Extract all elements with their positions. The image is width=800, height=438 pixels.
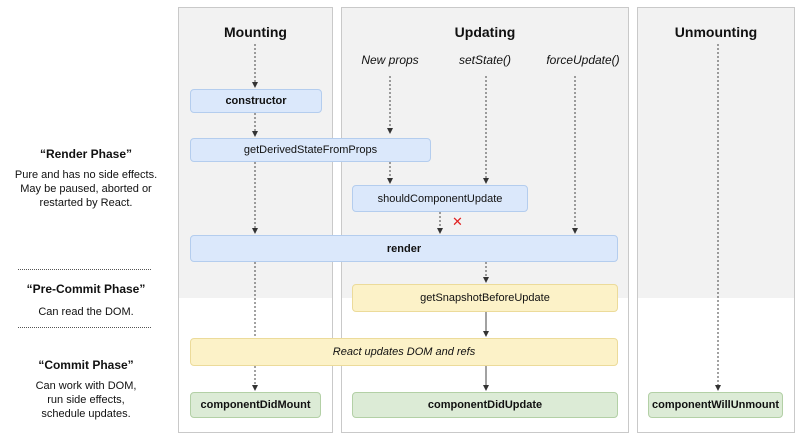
reject-x-icon: ✕ xyxy=(452,214,463,229)
commit-phase-desc: Can work with DOM, run side effects, sch… xyxy=(35,380,137,420)
render-precommit-separator xyxy=(18,269,151,270)
render-box: render xyxy=(190,235,618,262)
render-phase-desc: Pure and has no side effects. May be pau… xyxy=(14,169,158,209)
get-derived-state-box: getDerivedStateFromProps xyxy=(190,138,431,162)
get-snapshot-box: getSnapshotBeforeUpdate xyxy=(352,284,618,312)
react-updates-dom-box: React updates DOM and refs xyxy=(190,338,618,366)
unmounting-title: Unmounting xyxy=(674,24,758,40)
precommit-phase-desc: Can read the DOM. xyxy=(38,306,134,318)
component-did-update-box: componentDidUpdate xyxy=(352,392,618,418)
render-phase-title: “Render Phase” xyxy=(39,147,133,161)
unmounting-render-region xyxy=(638,8,794,298)
force-update-trigger: forceUpdate() xyxy=(546,53,620,67)
precommit-commit-separator xyxy=(18,327,151,328)
set-state-trigger: setState() xyxy=(458,53,512,67)
mounting-title: Mounting xyxy=(224,24,287,40)
new-props-trigger: New props xyxy=(361,53,419,67)
component-did-mount-box: componentDidMount xyxy=(190,392,321,418)
should-component-update-box: shouldComponentUpdate xyxy=(352,185,528,212)
component-will-unmount-box: componentWillUnmount xyxy=(648,392,783,418)
commit-phase-title: “Commit Phase” xyxy=(38,358,134,372)
updating-title: Updating xyxy=(454,24,516,40)
unmounting-column: Unmounting xyxy=(637,7,795,433)
precommit-phase-title: “Pre-Commit Phase” xyxy=(26,282,146,296)
constructor-box: constructor xyxy=(190,89,322,113)
